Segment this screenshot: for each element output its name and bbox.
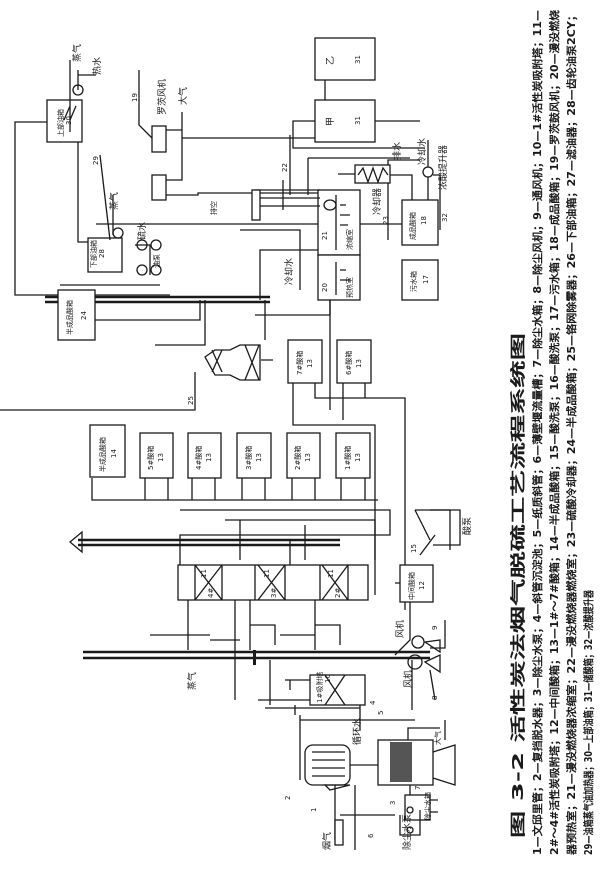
storage-tank-b — [314, 37, 376, 81]
label-6: 6 — [367, 833, 375, 838]
label-lower-oil-tank: 下部油箱 — [89, 240, 98, 268]
label-13: 13 — [255, 453, 263, 462]
label-mid-acid-tank: 中间酸箱 — [407, 572, 416, 600]
label-22: 22 — [281, 163, 289, 172]
label-11: 11 — [263, 569, 271, 578]
label-steam-mid: 蒸气 — [108, 192, 120, 210]
label-tower-1: 1#吸附塔 — [315, 672, 324, 703]
label-30: 30 — [65, 116, 73, 125]
label-11: 11 — [200, 569, 208, 578]
figure-caption: 图 3-2 活性炭法烟气脱硫工艺流程系统图 1—文邱里管；2—复挡脱水器；3—除… — [509, 9, 595, 856]
label-drain-water: 硫水 — [136, 222, 148, 240]
label-acid-4: 4#酸箱 — [194, 446, 203, 470]
label-semi-acid-tank-24: 半成品酸箱 — [65, 300, 74, 335]
label-13: 13 — [157, 453, 165, 462]
label-atmosphere: 大气 — [177, 87, 189, 105]
label-atmosphere-low: 大气 — [433, 731, 442, 745]
label-cooler: 冷却器 — [371, 188, 383, 215]
label-20: 20 — [321, 283, 329, 292]
label-dust-tank: 除尘水箱 — [423, 792, 432, 820]
label-acid-lifter: 浓酸提升器 — [438, 145, 449, 190]
label-13: 13 — [306, 359, 314, 368]
label-12: 12 — [418, 581, 426, 590]
semi-acid-tank-24-box — [57, 289, 96, 341]
label-28: 28 — [98, 249, 106, 258]
label-tower-4: 4# — [207, 588, 215, 598]
label-13: 13 — [304, 453, 312, 462]
label-roots-blower: 罗茨风机 — [156, 79, 168, 115]
label-acid-7: 7#酸箱 — [295, 351, 304, 375]
label-8: 8 — [431, 696, 439, 700]
figure-title: 图 3-2 活性炭法烟气脱硫工艺流程系统图 — [509, 333, 527, 838]
label-3: 3 — [389, 801, 397, 805]
label-11: 11 — [327, 569, 335, 578]
adsorption-towers — [177, 564, 369, 601]
label-acid-2: 2#酸箱 — [293, 446, 302, 470]
legend-line-1: 1—文邱里管；2—复挡脱水器；3—除尘水泵；4—斜管沉淀池；5—纸质斜管；6—薄… — [531, 10, 544, 855]
label-21: 21 — [321, 231, 329, 240]
label-23: 23 — [382, 216, 390, 225]
label-17: 17 — [422, 275, 430, 284]
label-steam-top: 蒸气 — [71, 44, 83, 62]
label-flue-gas: 烟气 — [321, 832, 333, 850]
label-13: 13 — [355, 359, 363, 368]
label-product-acid-tank: 成品酸箱 — [408, 212, 417, 240]
label-cooling-water-1: 冷却水 — [283, 258, 295, 285]
label-semi-acid-tank-14: 半成品酸箱 — [98, 437, 107, 472]
legend-line-3: 器预热室；21—漫没燃烧器浓缩室；22—漫没燃烧器燃烧室；23—硫酸冷却器；24… — [565, 10, 578, 856]
label-13: 13 — [205, 453, 213, 462]
label-acid-5: 5#酸箱 — [146, 446, 155, 470]
label-oil-pump: 油泵 — [152, 254, 161, 268]
label-vent: 排空 — [209, 201, 218, 215]
label-steam-low: 蒸气 — [186, 672, 198, 690]
label-10: 10 — [324, 674, 332, 683]
label-15: 15 — [410, 544, 418, 553]
legend-line-4: 29—油箱蒸气油加热器；30—上部油箱；31—储酸箱；32—浓酸提升器 — [582, 590, 595, 855]
label-2: 2 — [284, 796, 292, 800]
label-31a: 31 — [354, 55, 362, 64]
sewage-tank-box — [401, 259, 439, 301]
label-tower-3: 3# — [270, 588, 278, 598]
label-13: 13 — [354, 453, 362, 462]
label-upper-oil-tank: 上部油箱 — [56, 109, 65, 137]
label-32: 32 — [441, 213, 449, 222]
product-acid-tank-box — [401, 199, 439, 246]
label-tower-2: 2# — [334, 588, 342, 598]
label-tank-a: 甲 — [325, 117, 336, 126]
label-7: 7 — [414, 786, 422, 790]
demister-25 — [204, 344, 261, 381]
label-tank-b: 乙 — [325, 56, 336, 65]
label-18: 18 — [420, 216, 428, 225]
label-24: 24 — [80, 311, 88, 320]
label-dust-pump: 除尘水泵 — [401, 814, 413, 850]
label-acid-6: 6#酸箱 — [344, 351, 353, 375]
label-acid-3: 3#酸箱 — [244, 446, 253, 470]
label-preheat-room: 预热室 — [345, 277, 354, 298]
label-5: 5 — [377, 711, 385, 715]
label-acid-1: 1#酸箱 — [343, 446, 352, 470]
legend-line-2: 2#～4#活性炭吸附塔；12—中间酸箱；13—1#～7#酸箱；14—半成品酸箱；… — [548, 9, 561, 855]
label-31b: 31 — [354, 116, 362, 125]
label-hot-water: 热水 — [91, 57, 103, 75]
label-fan-9: 风机 — [394, 620, 406, 638]
label-concentration-room: 浓缩室 — [345, 229, 354, 250]
label-14: 14 — [110, 449, 118, 458]
label-acid-pump: 酸泵 — [462, 517, 473, 535]
label-29: 29 — [92, 156, 100, 165]
storage-tank-a — [314, 99, 376, 143]
label-fan-8: 风机 — [402, 670, 414, 688]
label-9: 9 — [431, 626, 439, 630]
label-1: 1 — [310, 808, 318, 812]
label-4: 4 — [369, 700, 377, 705]
label-sewage-tank: 污水箱 — [409, 271, 418, 292]
label-19: 19 — [131, 93, 139, 102]
label-circulating-water: 循环水 — [351, 718, 363, 745]
label-cooling-water-2: 冷却水 — [416, 138, 428, 165]
label-drain: 排水 — [391, 142, 403, 160]
diagram-labels: 蒸气 热水 上部油箱 30 19 罗茨风机 大气 29 蒸气 下部油箱 28 硫… — [56, 44, 473, 850]
label-25: 25 — [187, 396, 195, 405]
lower-oil-tank-box — [87, 237, 123, 273]
diagram-lines — [0, 37, 461, 850]
